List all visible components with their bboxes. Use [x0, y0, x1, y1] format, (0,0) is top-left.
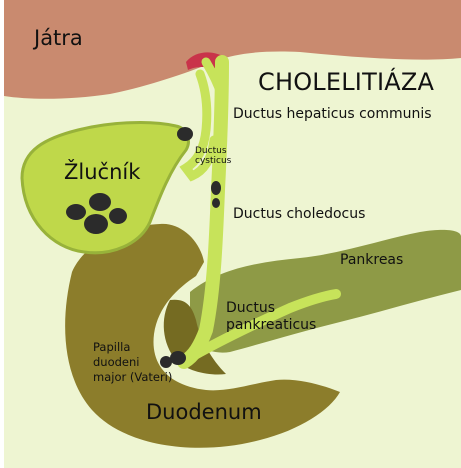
- label-papilla: Papilla duodeni major (Vateri): [93, 340, 172, 385]
- stone-cystic: [177, 127, 193, 141]
- label-hepatic-duct: Ductus hepaticus communis: [233, 106, 432, 122]
- stone-gallbladder-2: [66, 204, 86, 220]
- stone-papilla-2: [170, 351, 186, 365]
- stone-choledocus-1: [211, 181, 221, 195]
- stone-gallbladder-4: [109, 208, 127, 224]
- label-pancreas: Pankreas: [340, 252, 403, 268]
- label-bile-duct: Ductus choledocus: [233, 206, 365, 222]
- stone-choledocus-2: [212, 198, 220, 208]
- label-liver: Játra: [34, 26, 83, 50]
- label-gallbladder: Žlučník: [64, 160, 140, 184]
- label-cystic-duct: Ductus cysticus: [195, 146, 231, 166]
- stone-gallbladder-1: [89, 193, 111, 211]
- label-pancreatic-duct: Ductus pankreaticus: [226, 300, 316, 334]
- stone-gallbladder-3: [84, 214, 108, 234]
- diagram-title: CHOLELITIÁZA: [258, 68, 434, 96]
- label-duodenum: Duodenum: [146, 400, 262, 424]
